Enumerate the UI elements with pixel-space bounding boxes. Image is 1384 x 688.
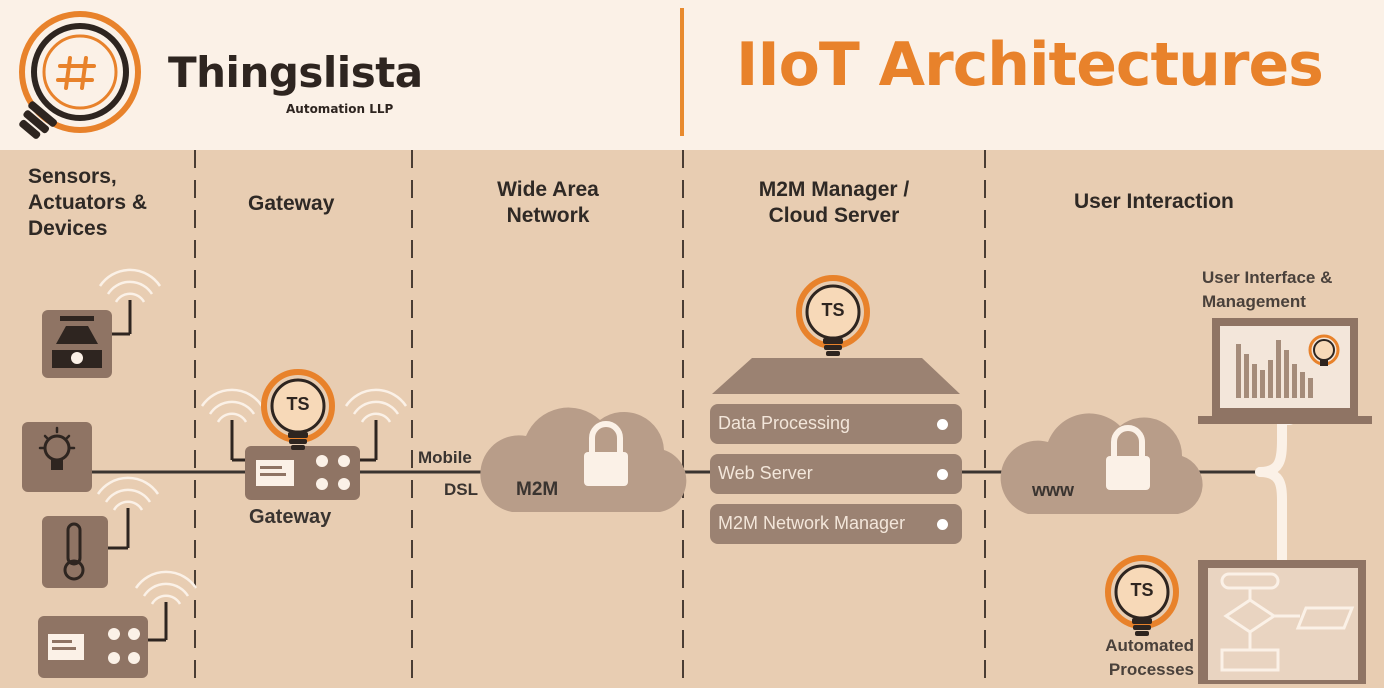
devices-title-line: Devices: [28, 217, 108, 240]
thermometer-device-icon: [42, 476, 160, 588]
user-interface-label: User Interface & Management: [1202, 266, 1332, 314]
www-label: www: [1032, 480, 1075, 500]
cloud-server-icon: [712, 358, 960, 394]
user-interface-line: Management: [1202, 292, 1306, 311]
column-title-cloud: M2M Manager / Cloud Server: [683, 177, 985, 229]
column-title-gateway: Gateway: [248, 192, 335, 215]
automated-process-icon: [1198, 560, 1366, 684]
column-title-user: User Interaction: [1074, 190, 1234, 213]
scale-device-icon: [42, 268, 162, 378]
m2m-label: M2M: [516, 479, 559, 500]
automated-line: Automated: [1105, 636, 1194, 655]
server-row-label: M2M Network Manager: [718, 513, 906, 533]
ts-badge-text: TS: [1130, 580, 1154, 600]
architecture-diagram: Sensors, Actuators & Devices Gateway Wid…: [0, 150, 1384, 688]
brand-name: Thingslista: [168, 48, 423, 97]
cloud-title-line: Cloud Server: [768, 204, 900, 227]
monitor-dashboard-icon: [1198, 318, 1372, 424]
wan-title-line: Network: [506, 204, 590, 227]
server-row-data-processing: Data Processing: [710, 404, 962, 444]
devices-title-line: Actuators &: [28, 191, 148, 214]
dsl-label: DSL: [444, 480, 478, 499]
server-row-m2m-network-manager: M2M Network Manager: [710, 504, 962, 544]
header: Thingslista Automation LLP IIoT Architec…: [0, 0, 1384, 146]
ts-badge-text: TS: [286, 394, 310, 414]
status-dot-icon: [937, 519, 948, 530]
brand-logo: Thingslista Automation LLP: [8, 8, 428, 140]
page-title: IIoT Architectures: [736, 30, 1324, 100]
user-branch-pipes: [1255, 415, 1295, 565]
server-row-label: Data Processing: [718, 413, 851, 433]
mobile-label: Mobile: [418, 448, 472, 467]
lightbulb-logo-icon: [19, 11, 141, 139]
wan-title-line: Wide Area: [497, 178, 599, 201]
gateway-device-icon: [200, 388, 408, 500]
column-title-devices: Sensors, Actuators & Devices: [28, 164, 147, 242]
www-cloud-icon: [1000, 413, 1203, 514]
m2m-cloud-icon: [480, 407, 687, 512]
status-dot-icon: [937, 469, 948, 480]
ts-badge-text: TS: [821, 300, 845, 320]
brand-subtitle: Automation LLP: [286, 102, 394, 116]
gateway-label: Gateway: [249, 506, 332, 528]
actuator-device-icon: [38, 570, 198, 678]
column-title-wan: Wide Area Network: [412, 177, 684, 229]
status-dot-icon: [937, 419, 948, 430]
automated-processes-label: Automated Processes: [1090, 634, 1194, 682]
server-row-label: Web Server: [718, 463, 813, 483]
automated-line: Processes: [1108, 660, 1194, 679]
header-divider: [680, 8, 684, 136]
server-row-web-server: Web Server: [710, 454, 962, 494]
light-bulb-device-icon: [22, 422, 92, 492]
user-interface-line: User Interface &: [1202, 268, 1333, 287]
devices-title-line: Sensors,: [28, 165, 117, 188]
cloud-title-line: M2M Manager /: [758, 178, 910, 201]
